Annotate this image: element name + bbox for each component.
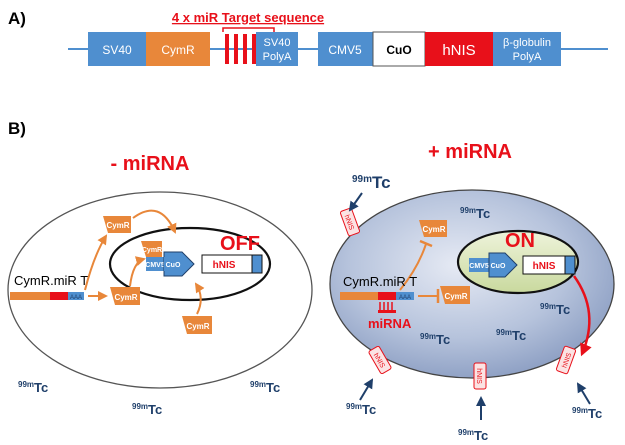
right-cymr-label-2: CymR bbox=[444, 292, 467, 301]
left-cmv5-block bbox=[146, 257, 164, 271]
right-tc-outside: 99mTc 99mTc 99mTc 99mTc bbox=[346, 173, 602, 443]
panel-a-label: A) bbox=[8, 9, 26, 28]
left-aaa-label: AAA bbox=[70, 295, 82, 301]
left-cymr-bound-label: CymR bbox=[142, 247, 162, 254]
tc-label: 99mTc bbox=[458, 428, 488, 443]
sv40-label: SV40 bbox=[102, 43, 132, 57]
right-polya-tail bbox=[564, 255, 576, 275]
mir-target-sites bbox=[225, 34, 256, 64]
right-cmv5-block bbox=[469, 258, 489, 272]
tc-label: 99mTc bbox=[460, 206, 490, 221]
tc-label: 99mTc bbox=[496, 328, 526, 343]
left-mrna-orange bbox=[10, 292, 50, 300]
left-mrna-target bbox=[50, 292, 68, 300]
cuo-label: CuO bbox=[386, 43, 411, 57]
sv40-polya-block bbox=[256, 32, 298, 66]
tc-label: 99mTc bbox=[540, 302, 570, 317]
left-cymr-protein bbox=[103, 216, 131, 233]
right-cmv5-label: CMV5 bbox=[469, 263, 489, 270]
left-cymr-label-1: CymR bbox=[106, 221, 129, 230]
hnis-block bbox=[425, 32, 493, 66]
bglobin-polya-block bbox=[493, 32, 561, 66]
right-cell-group: + miRNA ON CMV5 CuO hNIS CymR CymR CymR.… bbox=[329, 141, 615, 390]
right-mrna-orange bbox=[340, 292, 378, 300]
mir-target-site bbox=[243, 34, 247, 64]
bglobin-label-1: β-globulin bbox=[503, 37, 551, 49]
left-cymr-bound bbox=[141, 241, 162, 257]
tc-label: 99mTc bbox=[572, 406, 602, 421]
tc-label: 99mTc bbox=[352, 173, 391, 192]
right-construct-label: CymR.miR T bbox=[343, 274, 417, 289]
left-mrna-blue bbox=[68, 292, 84, 300]
mir-target-site bbox=[234, 34, 238, 64]
right-inhibition-up bbox=[399, 243, 427, 291]
left-hnis-label: hNIS bbox=[213, 260, 236, 271]
tc-label: 99mTc bbox=[420, 332, 450, 347]
tc-label: 99mTc bbox=[346, 402, 376, 417]
cymr-block bbox=[146, 32, 210, 66]
right-cymr-protein bbox=[419, 220, 447, 237]
tc-label: 99mTc bbox=[18, 380, 48, 395]
right-inhibition-bar-1 bbox=[419, 239, 433, 248]
left-cmv5-label: CMV5 bbox=[145, 262, 165, 269]
cmv5-block bbox=[318, 32, 373, 66]
left-state-off: OFF bbox=[220, 233, 260, 255]
left-polya-tail bbox=[251, 254, 263, 274]
left-construct-label: CymR.miR T bbox=[14, 273, 88, 288]
mir-target-site bbox=[225, 34, 229, 64]
tc-label: 99mTc bbox=[250, 380, 280, 395]
left-cuo-label: CuO bbox=[166, 262, 181, 269]
right-promoter-arrow bbox=[488, 252, 518, 278]
right-hnis-label: hNIS bbox=[533, 261, 556, 272]
right-cymr-label-1: CymR bbox=[422, 225, 445, 234]
tc-arrow bbox=[576, 382, 591, 405]
bglobin-label-2: PolyA bbox=[513, 51, 542, 63]
left-arrow-to-nucleus-3 bbox=[194, 282, 205, 315]
cmv5-label: CMV5 bbox=[328, 43, 362, 57]
hnis-transporter: hNIS bbox=[339, 207, 361, 237]
cuo-block bbox=[372, 31, 426, 67]
tc-arrow bbox=[348, 192, 363, 212]
right-nucleus bbox=[456, 229, 580, 295]
mirna-label: miRNA bbox=[368, 316, 412, 331]
left-cymr-label-3: CymR bbox=[186, 322, 209, 331]
cymr-label: CymR bbox=[161, 43, 195, 57]
hnis-transporter: hNIS bbox=[555, 345, 577, 375]
left-cell-group: - miRNA OFF CMV5 CuO hNIS CymR CymR CymR… bbox=[7, 153, 313, 389]
right-title: + miRNA bbox=[428, 141, 512, 163]
left-title: - miRNA bbox=[111, 153, 190, 175]
left-arrow-up bbox=[84, 234, 108, 291]
hnis-label: hNIS bbox=[442, 42, 475, 59]
tc-arrow bbox=[359, 378, 374, 401]
right-export-arrow bbox=[572, 275, 592, 357]
target-bracket bbox=[222, 27, 275, 32]
tc-label: 99mTc bbox=[132, 402, 162, 417]
right-state-on: ON bbox=[505, 230, 535, 252]
sv40-polya-label-2: PolyA bbox=[263, 51, 292, 63]
panel-a-construct: 4 x miR Target sequence SV40 CymR SV40 P… bbox=[68, 10, 608, 67]
right-mrna-target bbox=[378, 292, 396, 300]
left-cymr-protein bbox=[110, 287, 140, 305]
sv40-block bbox=[88, 32, 146, 66]
right-mrna-blue bbox=[396, 292, 414, 300]
svg-text:hNIS: hNIS bbox=[475, 368, 482, 384]
right-cuo-label: CuO bbox=[491, 263, 506, 270]
right-cymr-protein bbox=[440, 286, 470, 304]
hnis-transporter: hNIS bbox=[473, 362, 487, 390]
panel-b-label: B) bbox=[8, 119, 26, 138]
mir-target-site bbox=[252, 34, 256, 64]
left-cuo-area bbox=[164, 257, 182, 271]
left-arrow-to-nucleus-1 bbox=[132, 209, 177, 234]
right-aaa-label: AAA bbox=[399, 295, 411, 301]
left-tc-labels: 99mTc 99mTc 99mTc bbox=[18, 380, 280, 417]
left-cymr-label-2: CymR bbox=[114, 293, 137, 302]
left-cymr-protein bbox=[182, 316, 212, 334]
sv40-polya-label-1: SV40 bbox=[264, 37, 291, 49]
target-sequence-label: 4 x miR Target sequence bbox=[172, 10, 324, 25]
left-arrow-to-nucleus-2 bbox=[129, 256, 146, 287]
mirna-bound bbox=[378, 302, 396, 313]
